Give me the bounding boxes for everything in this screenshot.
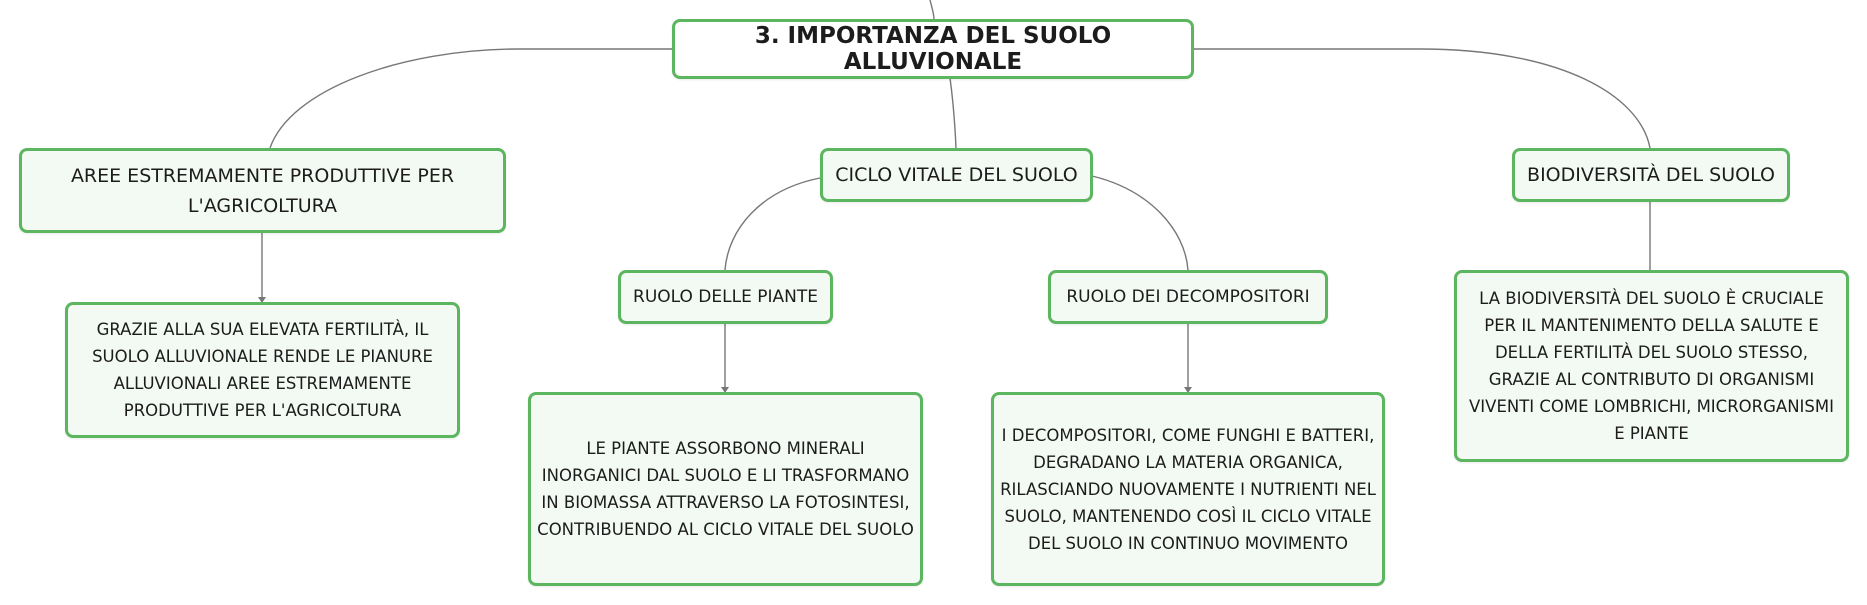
connector-root-biodiversita <box>1192 48 1651 149</box>
connector-ciclo-decompositori <box>1091 175 1189 271</box>
node-aree-produttive[interactable]: AREE ESTREMAMENTE PRODUTTIVE PER L'AGRIC… <box>19 148 506 233</box>
arrowhead-decompositori <box>1184 387 1192 393</box>
arrowhead-aree <box>258 297 266 303</box>
node-piante-detail-text: LE PIANTE ASSORBONO MINERALI INORGANICI … <box>537 439 914 539</box>
node-aree-detail-text: GRAZIE ALLA SUA ELEVATA FERTILITÀ, IL SU… <box>92 320 433 420</box>
connector-ciclo-piante <box>724 177 821 271</box>
node-ciclo-vitale-label: CICLO VITALE DEL SUOLO <box>835 164 1078 186</box>
node-ruolo-piante[interactable]: RUOLO DELLE PIANTE <box>618 270 833 324</box>
connector-root-aree <box>269 48 672 149</box>
node-piante-detail[interactable]: LE PIANTE ASSORBONO MINERALI INORGANICI … <box>528 392 923 586</box>
connector-root-ciclo <box>949 77 957 149</box>
node-decompositori-detail[interactable]: I DECOMPOSITORI, COME FUNGHI E BATTERI, … <box>991 392 1385 586</box>
node-ciclo-vitale[interactable]: CICLO VITALE DEL SUOLO <box>820 148 1093 202</box>
node-biodiversita-detail-text: LA BIODIVERSITÀ DEL SUOLO È CRUCIALE PER… <box>1469 289 1834 443</box>
connector-parent-root <box>929 0 935 20</box>
root-node[interactable]: 3. IMPORTANZA DEL SUOLO ALLUVIONALE <box>672 19 1194 79</box>
node-ruolo-decompositori-label: RUOLO DEI DECOMPOSITORI <box>1066 287 1310 307</box>
node-aree-detail[interactable]: GRAZIE ALLA SUA ELEVATA FERTILITÀ, IL SU… <box>65 302 460 438</box>
node-aree-produttive-label: AREE ESTREMAMENTE PRODUTTIVE PER L'AGRIC… <box>70 164 455 217</box>
node-decompositori-detail-text: I DECOMPOSITORI, COME FUNGHI E BATTERI, … <box>1000 425 1376 553</box>
node-biodiversita[interactable]: BIODIVERSITÀ DEL SUOLO <box>1512 148 1790 202</box>
node-biodiversita-label: BIODIVERSITÀ DEL SUOLO <box>1527 164 1775 186</box>
node-ruolo-decompositori[interactable]: RUOLO DEI DECOMPOSITORI <box>1048 270 1328 324</box>
arrowhead-piante <box>721 387 729 393</box>
node-ruolo-piante-label: RUOLO DELLE PIANTE <box>633 287 818 307</box>
root-node-label: 3. IMPORTANZA DEL SUOLO ALLUVIONALE <box>754 23 1112 75</box>
node-biodiversita-detail[interactable]: LA BIODIVERSITÀ DEL SUOLO È CRUCIALE PER… <box>1454 270 1849 462</box>
